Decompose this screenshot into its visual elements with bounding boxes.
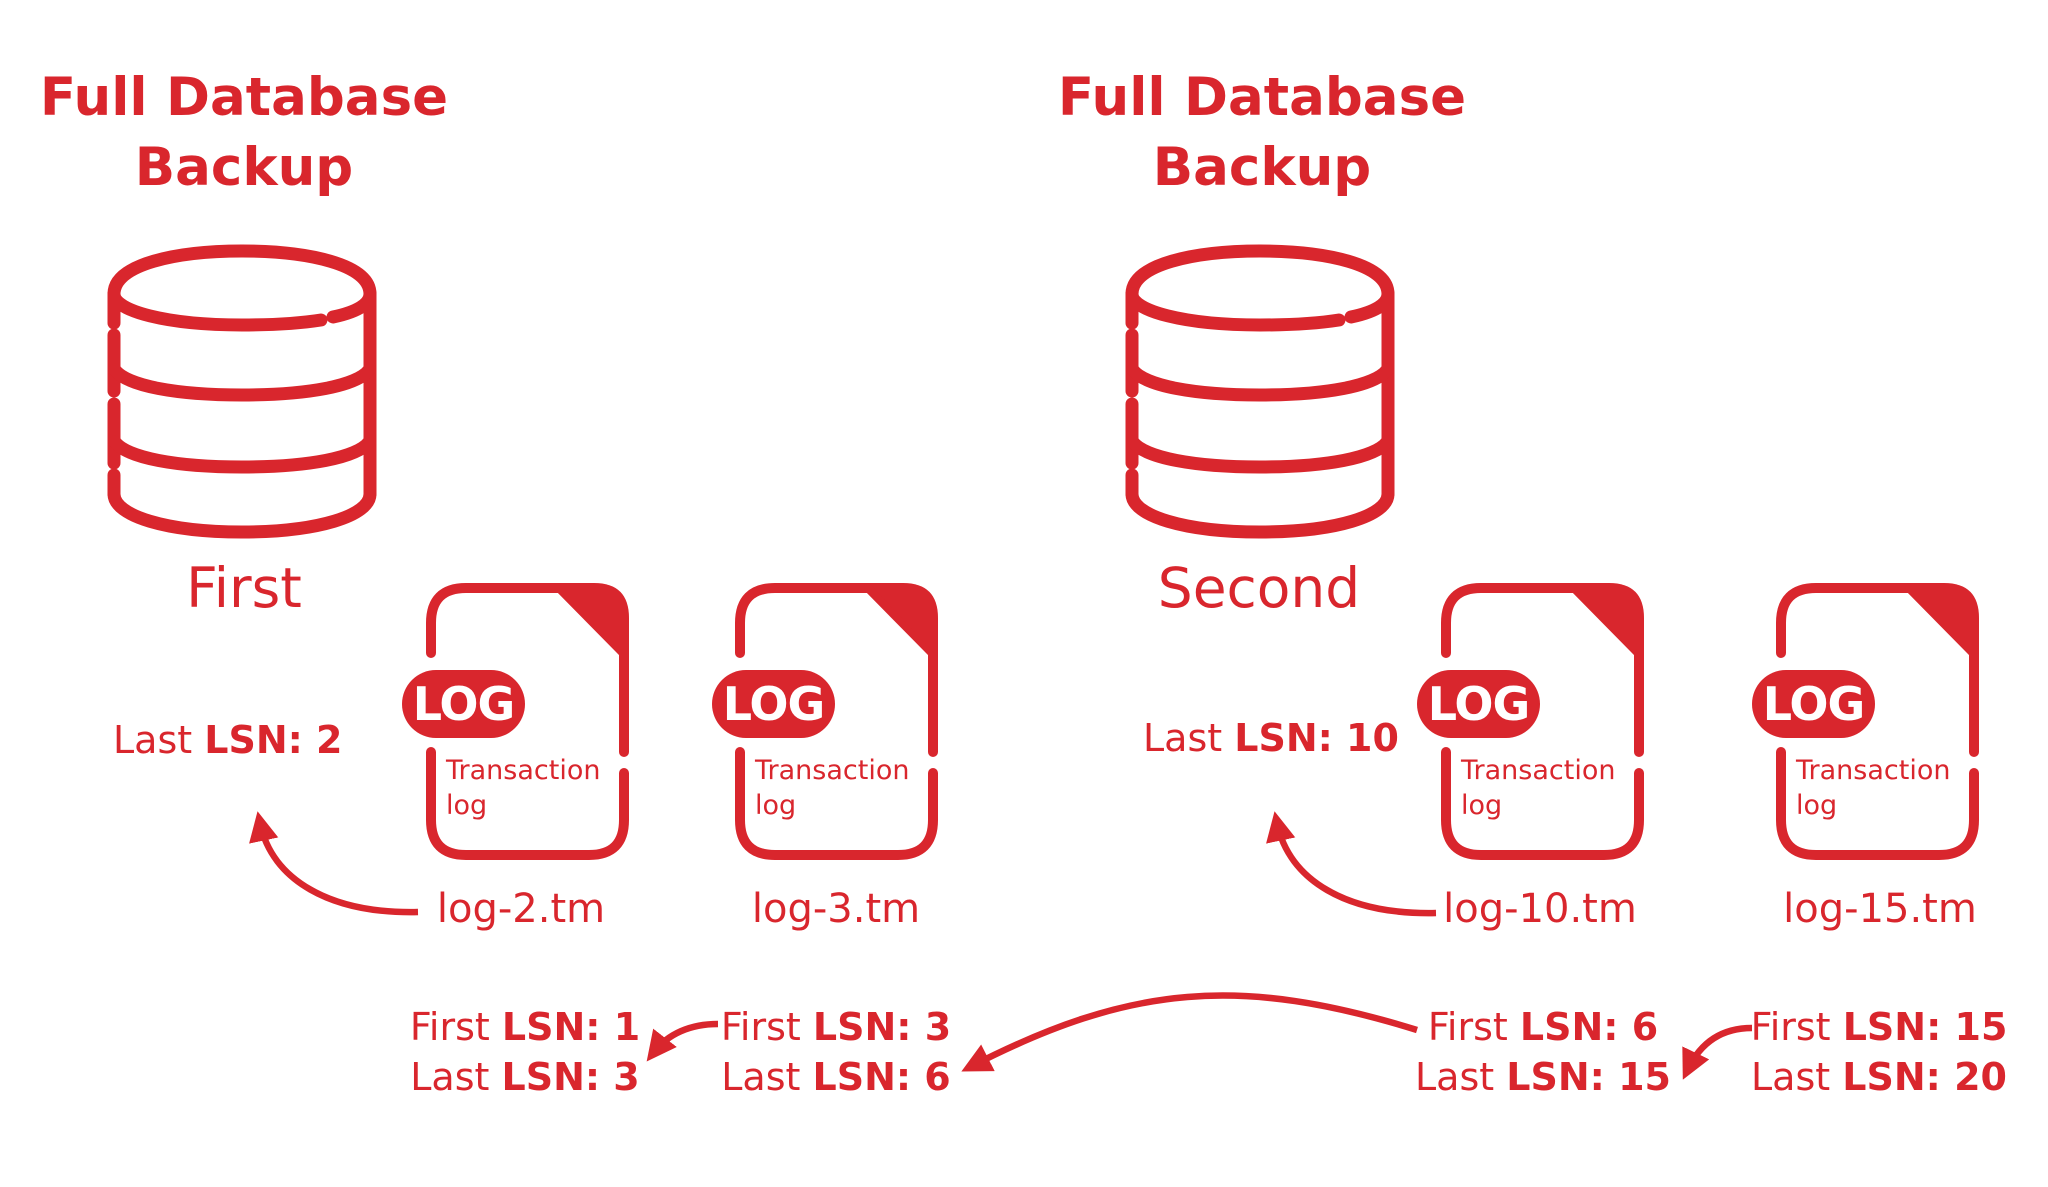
log-description: Transaction log (755, 753, 909, 823)
log-file-name: log-10.tm (1443, 886, 1637, 932)
backup-name-second: Second (1157, 556, 1361, 620)
last-lsn-value: LSN: 10 (1234, 716, 1399, 760)
log-description-line2: log (1796, 790, 1838, 821)
last-lsn-value: LSN: 3 (501, 1055, 640, 1099)
log-file-card: LOG Transaction log (712, 583, 938, 860)
first-lsn-value: LSN: 15 (1842, 1005, 2008, 1049)
last-lsn-label: Last (410, 1055, 490, 1099)
log-badge: LOG (712, 670, 835, 738)
last-lsn-label: Last (1415, 1055, 1495, 1099)
last-lsn-label: Last (1751, 1055, 1831, 1099)
first-lsn-row: First LSN: 1 (375, 1002, 675, 1052)
log-description-line1: Transaction (1461, 755, 1616, 786)
first-lsn-label: First (1427, 1005, 1508, 1049)
log-description-line1: Transaction (446, 755, 601, 786)
log-description-line1: Transaction (1796, 755, 1951, 786)
first-lsn-row: First LSN: 6 (1393, 1002, 1693, 1052)
last-lsn-value: LSN: 2 (204, 718, 343, 762)
backup-title-second: Full Database Backup (1022, 63, 1502, 203)
last-lsn-row: Last LSN: 6 (686, 1052, 986, 1102)
lsn-range-log-2: First LSN: 1 Last LSN: 3 (375, 1002, 675, 1102)
backup-title-first: Full Database Backup (4, 63, 484, 203)
last-lsn-value: LSN: 15 (1506, 1055, 1671, 1099)
first-lsn-row: First LSN: 3 (686, 1002, 986, 1052)
backup-title-line2: Backup (1152, 137, 1372, 198)
log-description-line2: log (1461, 790, 1503, 821)
log-description-line1: Transaction (755, 755, 910, 786)
log-description-line2: log (446, 790, 488, 821)
arrow-log-2-to-first-backup (249, 811, 419, 916)
first-lsn-label: First (1750, 1005, 1831, 1049)
log-file-card: LOG Transaction log (1417, 583, 1644, 860)
lsn-range-log-3: First LSN: 3 Last LSN: 6 (686, 1002, 986, 1102)
backup-last-lsn-first: Last LSN: 2 (113, 715, 343, 765)
lsn-range-log-15: First LSN: 15 Last LSN: 20 (1729, 1002, 2029, 1102)
log-description: Transaction log (1461, 753, 1615, 823)
last-lsn-label: Last (721, 1055, 801, 1099)
backup-name-first: First (186, 556, 302, 620)
backup-title-line2: Backup (134, 137, 354, 198)
last-lsn-row: Last LSN: 20 (1729, 1052, 2029, 1102)
first-lsn-row: First LSN: 15 (1729, 1002, 2029, 1052)
last-lsn-value: LSN: 20 (1842, 1055, 2007, 1099)
last-lsn-value: LSN: 6 (812, 1055, 951, 1099)
last-lsn-row: Last LSN: 15 (1393, 1052, 1693, 1102)
log-file-name: log-3.tm (751, 886, 921, 932)
log-badge: LOG (402, 670, 525, 738)
last-lsn-row: Last LSN: 3 (375, 1052, 675, 1102)
last-lsn-label: Last (1143, 716, 1223, 760)
log-file-card: LOG Transaction log (402, 583, 629, 860)
log-file-card: LOG Transaction log (1752, 583, 1979, 860)
backup-title-line1: Full Database (1057, 67, 1467, 128)
first-lsn-value: LSN: 3 (812, 1005, 952, 1049)
lsn-range-log-10: First LSN: 6 Last LSN: 15 (1393, 1002, 1693, 1102)
arrow-log-15-to-log-10 (1682, 1024, 1753, 1080)
arrow-log-10-to-log-3 (961, 992, 1418, 1072)
arrow-log-10-to-second-backup (1266, 811, 1437, 917)
log-badge: LOG (1752, 670, 1875, 738)
log-description: Transaction log (446, 753, 600, 823)
backup-last-lsn-second: Last LSN: 10 (1143, 713, 1399, 763)
first-lsn-value: LSN: 6 (1519, 1005, 1659, 1049)
first-lsn-label: First (720, 1005, 801, 1049)
first-lsn-value: LSN: 1 (501, 1005, 641, 1049)
arrow-log-3-to-log-2 (646, 1020, 719, 1062)
log-description-line2: log (755, 790, 797, 821)
first-lsn-label: First (409, 1005, 490, 1049)
log-badge: LOG (1417, 670, 1540, 738)
log-file-name: log-15.tm (1783, 886, 1977, 932)
log-file-name: log-2.tm (436, 886, 606, 932)
backup-title-line1: Full Database (39, 67, 449, 128)
log-description: Transaction log (1796, 753, 1950, 823)
last-lsn-label: Last (113, 718, 193, 762)
